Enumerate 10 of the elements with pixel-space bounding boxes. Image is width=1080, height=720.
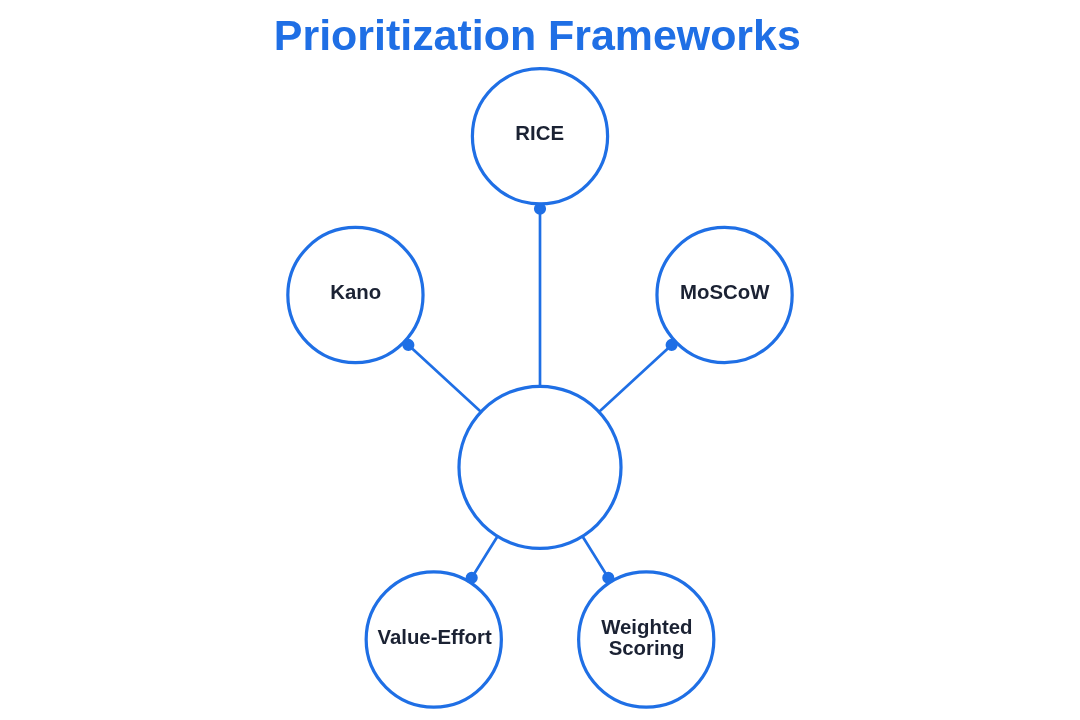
connector (402, 338, 482, 413)
node-circle: MoSCoW (655, 225, 794, 365)
connector (533, 202, 547, 387)
node-circle (457, 384, 623, 550)
connector (598, 338, 678, 413)
node-circle: Kano (286, 225, 425, 365)
connector (465, 535, 499, 584)
diagram-title: Prioritization Frameworks (273, 11, 801, 60)
node-circle: RICE (470, 67, 610, 206)
connector (581, 535, 615, 584)
